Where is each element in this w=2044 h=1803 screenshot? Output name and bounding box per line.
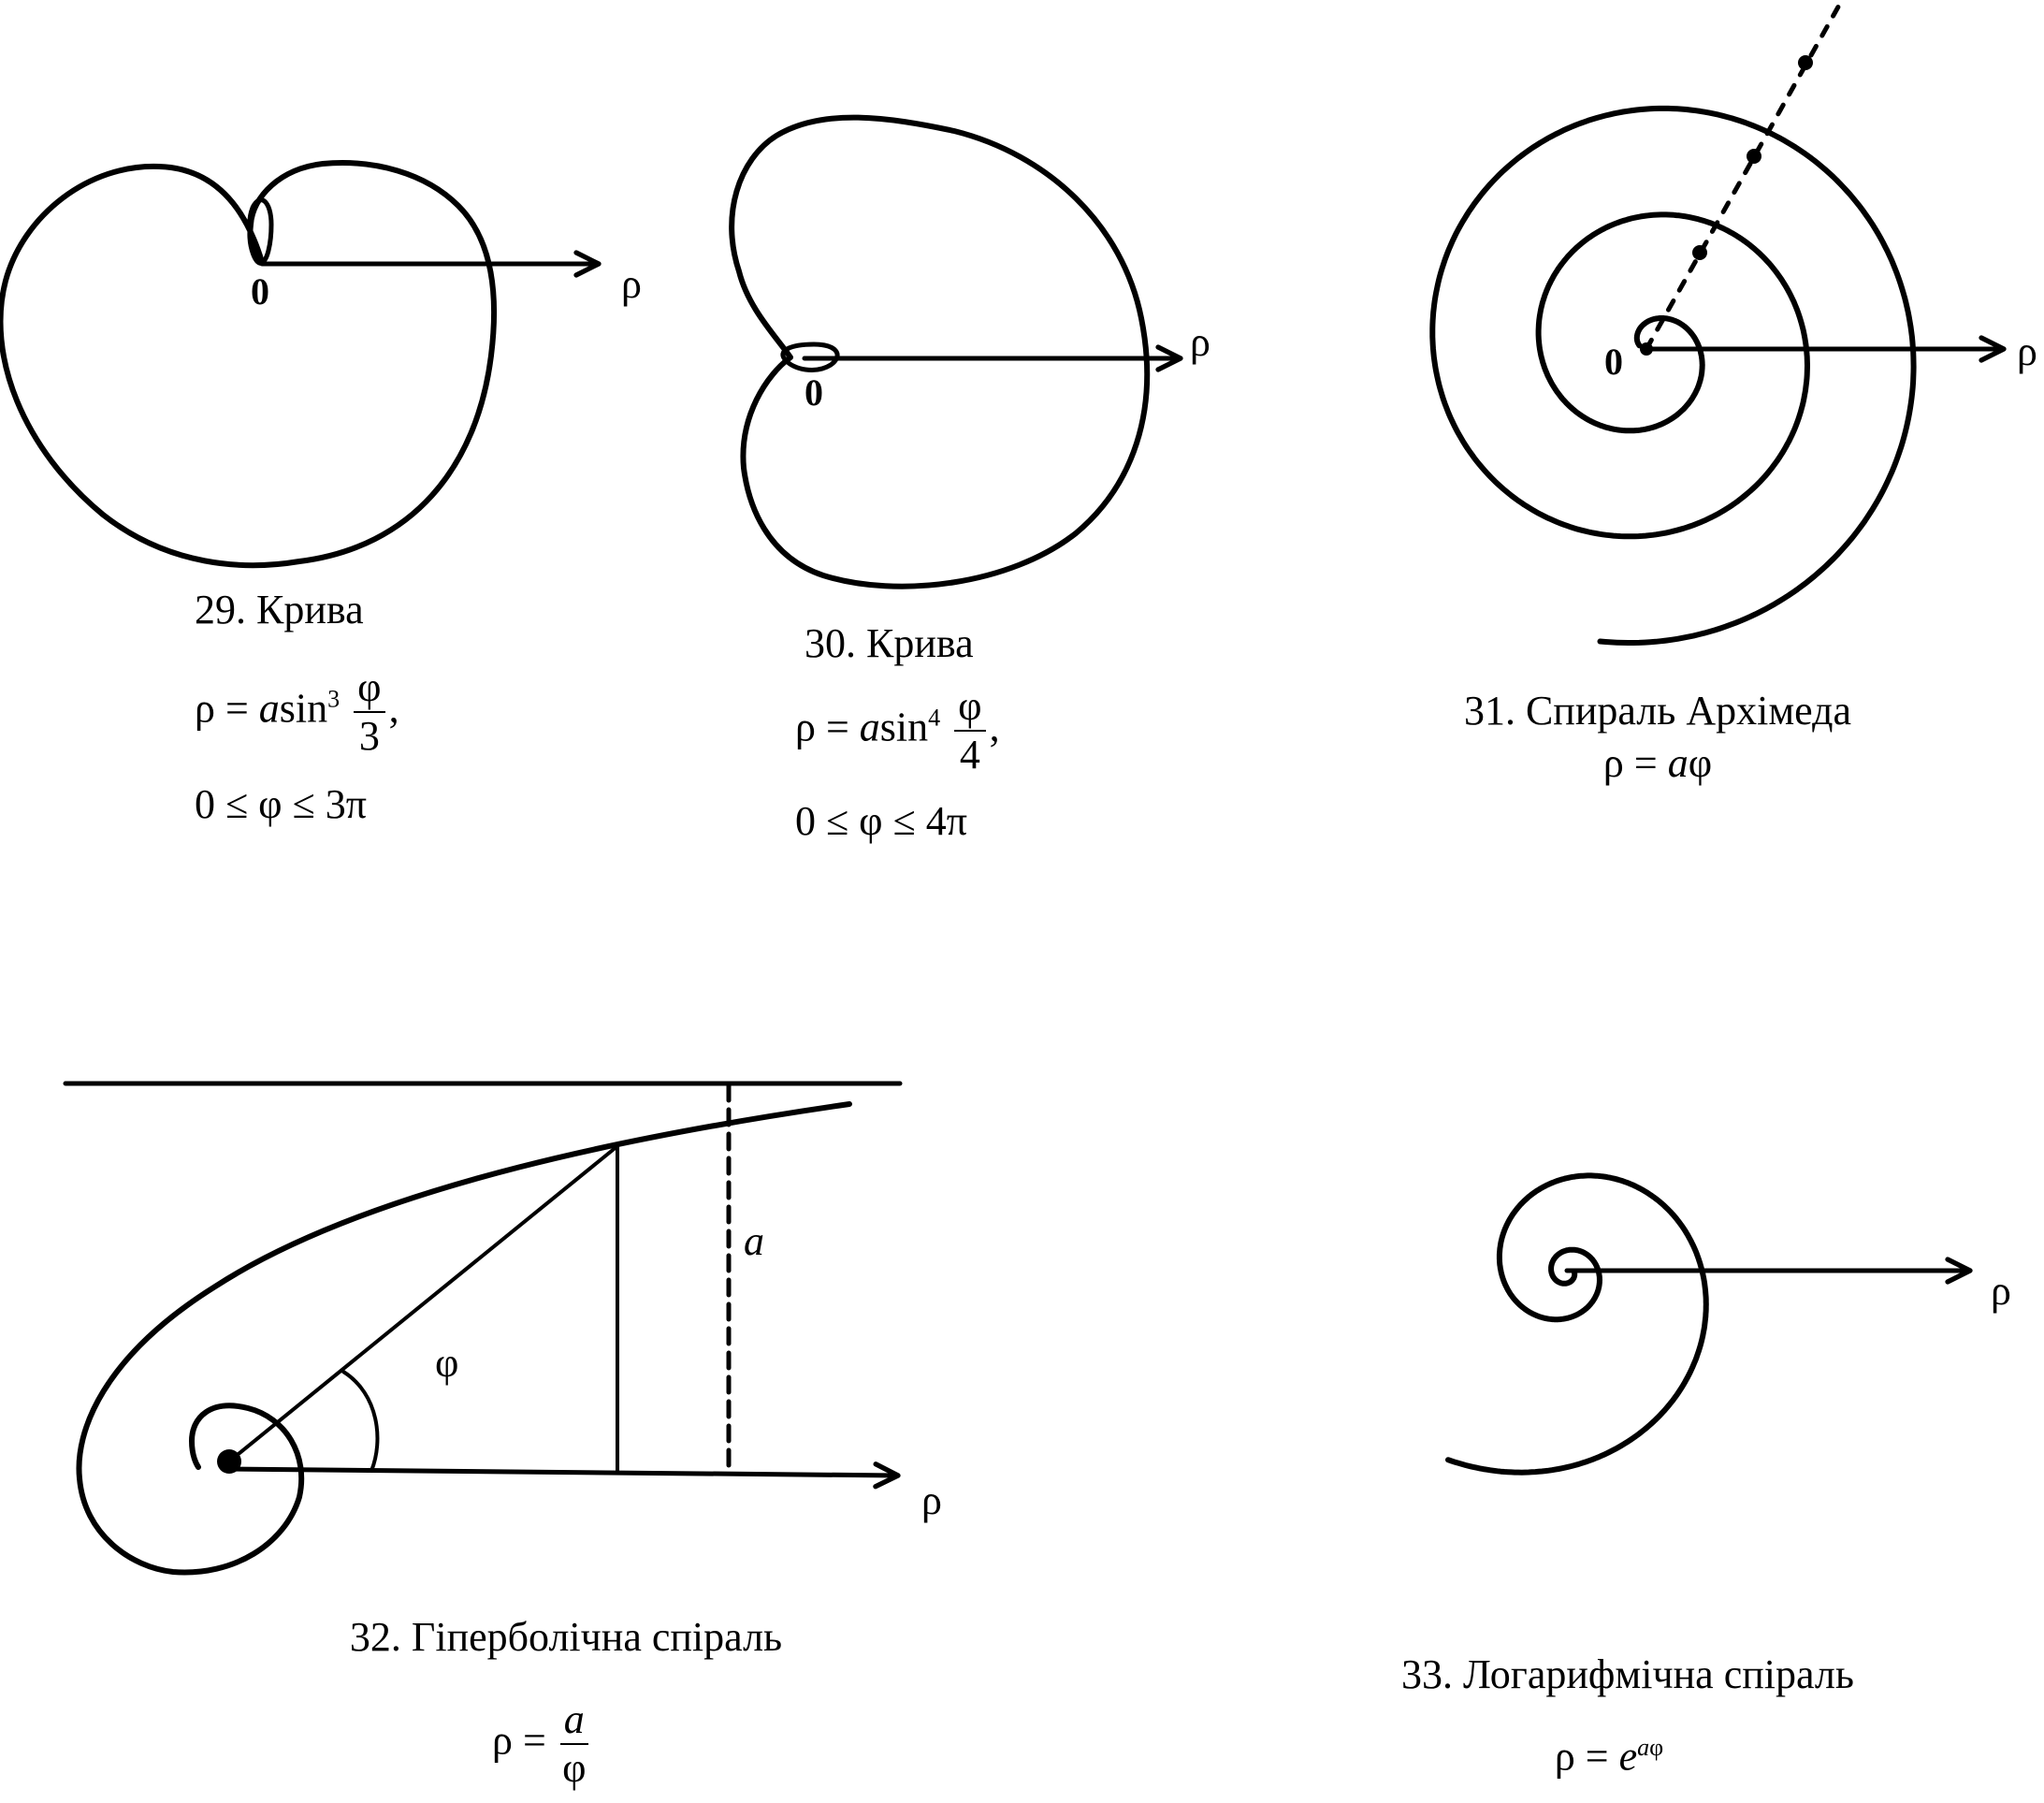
figure-31-axis-label: ρ [2017,328,2037,374]
figure-32-asymptote-label: a [744,1218,764,1264]
figure-31-origin-label: 0 [1604,341,1623,383]
figure-29-axis-label: ρ [621,261,642,307]
figure-32-angle-arc [341,1370,380,1473]
figure-32-axis-label: ρ [921,1477,942,1523]
figure-32-spiral [76,1101,852,1576]
figure-30-curve [729,114,1151,589]
figure-32-title: 32. Гіперболічна спіраль [349,1614,783,1660]
figure-31-drawing [1429,0,2007,646]
figure-31-origin-point [1640,342,1653,356]
figure-29-drawing [0,160,602,569]
figure-33-formula: ρ = eaφ [1554,1733,1664,1780]
figure-30-title: 30. Крива [805,620,974,666]
figure-31-ray [1644,0,1844,352]
figure-32-polar-axis [226,1461,901,1490]
figure-31-point-1 [1692,245,1707,260]
figure-30-drawing [729,114,1183,589]
figure-33-drawing [1445,1172,1973,1476]
figure-29-title: 29. Крива [195,587,364,633]
figure-30-range: 0 ≤ φ ≤ 4π [795,798,967,844]
figure-29-inner-loop [247,197,274,265]
figure-32-drawing [63,1081,903,1576]
figure-29-curve [0,160,498,569]
figure-31-point-3 [1798,55,1813,70]
figure-30-origin-label: 0 [805,371,823,414]
figure-29-origin-label: 0 [251,270,269,313]
figure-31-title: 31. Спираль Архімеда [1463,688,1852,734]
figure-33-axis-label: ρ [1991,1268,2011,1314]
figure-33-spiral [1445,1172,1709,1476]
figure-30-axis-label: ρ [1190,319,1210,365]
figure-30-inner-loop [780,342,840,372]
figure-31-point-2 [1747,149,1761,164]
figure-31-formula: ρ = aφ [1602,740,1713,786]
figure-32-radius [227,1144,619,1463]
figure-31-spiral [1429,105,1917,646]
figure-33-title: 33. Логарифмічна спіраль [1401,1651,1854,1697]
figure-32-angle-label: φ [435,1340,459,1386]
figure-32-pole [217,1449,241,1474]
figure-29-range: 0 ≤ φ ≤ 3π [195,781,367,827]
